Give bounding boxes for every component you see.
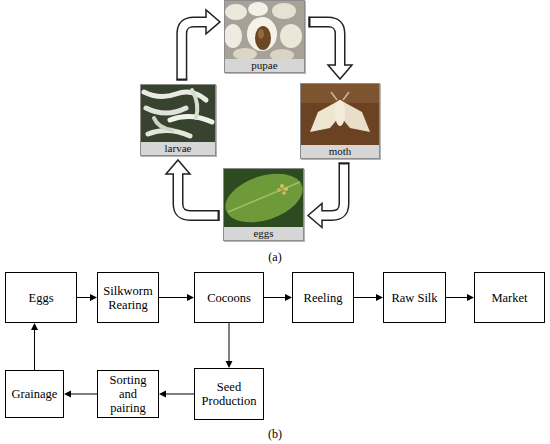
arrow-head	[206, 10, 220, 34]
arrow-line	[229, 323, 230, 361]
process-box: Reeling	[292, 272, 354, 323]
box-label: Raw Silk	[391, 291, 437, 305]
arrow-line	[71, 394, 97, 395]
box-label: Eggs	[29, 291, 54, 305]
box-label: Reeling	[304, 291, 343, 305]
photo-caption: larvae	[141, 142, 215, 155]
flow-arrow	[159, 391, 194, 398]
box-label: Seed Production	[198, 380, 260, 408]
eggs-photo	[219, 165, 309, 232]
flow-arrow	[446, 294, 474, 301]
arrow-head	[166, 160, 190, 174]
arrow-line	[77, 297, 90, 298]
arrow-outline	[322, 163, 344, 215]
arrow-head	[187, 294, 194, 301]
arrow-head	[285, 294, 292, 301]
flow-arrow	[31, 323, 38, 370]
arrow-fill	[178, 173, 218, 216]
arrow-line	[446, 297, 467, 298]
arrow-head	[467, 294, 474, 301]
panel-label: (a)	[268, 250, 281, 265]
flow-arrow	[354, 294, 383, 301]
arrow-head	[90, 294, 97, 301]
panel-label: (b)	[268, 427, 282, 442]
arrow-outline	[178, 174, 219, 215]
arrow-head	[376, 294, 383, 301]
flow-arrow	[264, 294, 292, 301]
photo-caption: pupae	[225, 59, 304, 72]
process-box: Sorting and pairing	[97, 370, 159, 418]
cycle-arrow	[309, 16, 352, 79]
photo-caption: moth	[301, 145, 379, 158]
cycle-arrow	[166, 160, 219, 221]
moth-photo-frame: moth	[300, 83, 380, 159]
box-label: Silkworm Rearing	[101, 284, 155, 312]
arrow-line	[34, 330, 35, 370]
process-box: Cocoons	[194, 272, 264, 323]
arrow-head	[328, 65, 352, 79]
arrow-line	[264, 297, 285, 298]
arrow-line	[159, 297, 187, 298]
cycle-arrow	[176, 10, 220, 80]
arrow-tail	[308, 16, 310, 27]
arrow-head	[31, 323, 38, 330]
arrow-line	[166, 394, 194, 395]
photo-caption: eggs	[224, 227, 303, 240]
arrow-line	[354, 297, 376, 298]
pupae-photo	[224, 0, 305, 61]
arrow-head	[308, 203, 322, 227]
flow-arrow	[77, 294, 97, 301]
box-label: Market	[491, 291, 527, 305]
arrow-fill	[182, 22, 208, 79]
process-box: Eggs	[5, 272, 77, 323]
box-label: Cocoons	[207, 291, 251, 305]
larvae-photo	[140, 84, 216, 143]
process-box: Grainage	[5, 370, 64, 418]
arrow-outline	[182, 22, 206, 80]
box-label: Sorting and pairing	[101, 373, 155, 415]
flow-arrow	[64, 391, 97, 398]
arrow-fill	[321, 165, 345, 216]
flow-arrow	[226, 323, 233, 368]
eggs-photo-frame: eggs	[223, 168, 304, 241]
arrow-head	[64, 391, 71, 398]
arrow-tail	[339, 162, 350, 164]
moth-photo	[300, 83, 380, 146]
arrow-fill	[311, 22, 341, 67]
process-box: Seed Production	[194, 368, 264, 420]
larvae-photo-frame: larvae	[140, 84, 216, 156]
flow-arrow	[159, 294, 194, 301]
arrow-tail	[218, 210, 220, 221]
process-box: Raw Silk	[383, 272, 446, 323]
box-label: Grainage	[12, 387, 58, 401]
arrow-tail	[176, 79, 187, 81]
arrow-head	[159, 391, 166, 398]
pupae-photo-frame: pupae	[224, 0, 305, 73]
arrow-outline	[309, 22, 340, 65]
cycle-arrow	[308, 163, 350, 227]
arrow-head	[226, 361, 233, 368]
process-box: Market	[474, 272, 545, 323]
process-box: Silkworm Rearing	[97, 272, 159, 323]
